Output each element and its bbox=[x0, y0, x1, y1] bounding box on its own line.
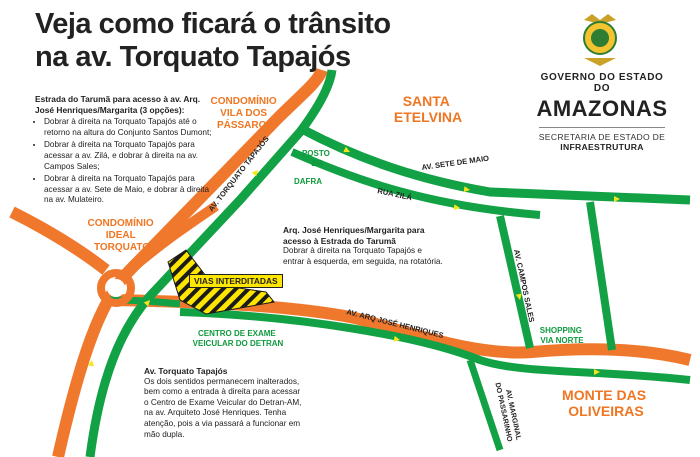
tarumã-access-options: Estrada do Tarumã para acesso à av. Arq.… bbox=[35, 94, 215, 208]
place-santa-etelvina: SANTA ETELVINA bbox=[394, 93, 462, 125]
place-dafra: DAFRA bbox=[294, 177, 322, 186]
arrow-marker bbox=[251, 170, 258, 177]
arrow-marker bbox=[143, 300, 150, 307]
arrow-marker bbox=[393, 335, 400, 342]
brand-line-4: INFRAESTRUTURA bbox=[560, 142, 644, 152]
route-option: Dobrar à direita na Torquato Tapajós par… bbox=[44, 174, 215, 206]
closure-area bbox=[167, 249, 275, 315]
note-torquato-title: Av. Torquato Tapajós bbox=[144, 366, 228, 376]
coat-of-arms-space bbox=[532, 8, 672, 72]
note-arq-jose-henriques: Arq. José Henriques/Margarita para acess… bbox=[283, 225, 443, 267]
brand-line-1: GOVERNO DO ESTADO DO bbox=[540, 72, 664, 94]
road-sete-de-maio bbox=[297, 124, 691, 205]
government-brand: GOVERNO DO ESTADO DO AMAZONAS SECRETARIA… bbox=[532, 8, 672, 152]
road-campos-sales bbox=[496, 215, 534, 349]
place-vila-dos-passaros: CONDOMÍNIO VILA DOS PÁSSAROS bbox=[211, 94, 280, 131]
arrow-marker bbox=[463, 186, 470, 193]
place-posto-br: POSTO BR bbox=[302, 149, 332, 168]
roundabout-center bbox=[107, 279, 125, 297]
headline: Veja como ficará o trânsito na av. Torqu… bbox=[35, 8, 391, 74]
road-marginal bbox=[466, 358, 504, 452]
note-arq-title: Arq. José Henriques/Margarita para acess… bbox=[283, 225, 425, 246]
arrow-marker bbox=[88, 360, 94, 367]
headline-line-1: Veja como ficará o trânsito bbox=[35, 8, 391, 40]
arrow-marker bbox=[594, 369, 600, 375]
arrow-marker bbox=[614, 196, 620, 202]
note-torquato-tapajos: Av. Torquato Tapajós Os dois sentidos pe… bbox=[144, 366, 304, 440]
brand-line-3: SECRETARIA DE ESTADO DE bbox=[538, 132, 666, 142]
brand-line-2: AMAZONAS bbox=[536, 96, 668, 121]
arrow-marker bbox=[453, 204, 460, 211]
headline-line-2: na av. Torquato Tapajós bbox=[35, 41, 351, 73]
arrow-marker bbox=[515, 293, 522, 300]
road-ramp-orange bbox=[126, 201, 219, 274]
route-option-list: Dobrar à direita na Torquato Tapajós até… bbox=[35, 117, 215, 206]
note-arq-body: Dobrar à direita na Torquato Tapajós e e… bbox=[283, 246, 443, 266]
brand-divider bbox=[539, 127, 665, 128]
arrow-marker bbox=[343, 146, 350, 153]
closure-tag: VIAS INTERDITADAS bbox=[189, 274, 283, 288]
road-rua-zila bbox=[290, 148, 541, 219]
road-east-connector bbox=[586, 201, 616, 351]
state-coat-of-arms-icon bbox=[583, 14, 617, 66]
note-torquato-body: Os dois sentidos permanecem inalterados,… bbox=[144, 376, 302, 439]
route-option: Dobrar à direita na Torquato Tapajós até… bbox=[44, 117, 215, 138]
roundabout bbox=[97, 269, 135, 307]
road-left-branch bbox=[9, 206, 110, 275]
place-monte-das-oliveiras: MONTE DAS OLIVEIRAS bbox=[562, 387, 650, 419]
road-green-lower bbox=[179, 308, 691, 384]
direction-arrows bbox=[88, 146, 620, 375]
route-option: Dobrar à direita na Torquato Tapajós par… bbox=[44, 140, 215, 172]
place-shopping-via-norte: SHOPPING VIA NORTE bbox=[540, 326, 585, 345]
route-box-title: Estrada do Tarumã para acesso à av. Arq.… bbox=[35, 94, 201, 115]
street-sete-de-maio: AV. SETE DE MAIO bbox=[421, 154, 490, 172]
place-ideal-torquato: CONDOMÍNIO IDEAL TORQUATO bbox=[88, 216, 157, 253]
place-centro-de-exame: CENTRO DE EXAME VEICULAR DO DETRAN bbox=[193, 329, 284, 348]
